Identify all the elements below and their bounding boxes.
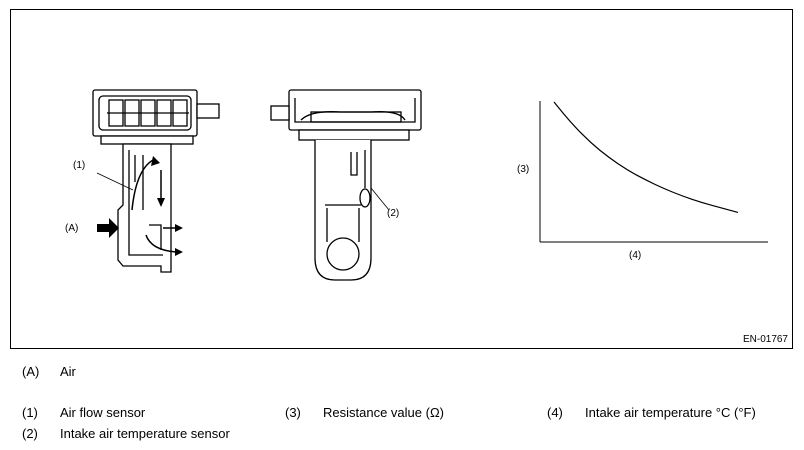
callout-a: (A)	[65, 223, 78, 234]
legend-item-2: (2) Intake air temperature sensor	[22, 426, 230, 441]
chart-x-label: (4)	[629, 250, 641, 261]
resistance-curve-chart: (3) (4)	[517, 101, 768, 261]
callout-1: (1)	[73, 160, 85, 171]
legend-item-a: (A) Air	[22, 364, 76, 379]
chart-y-label: (3)	[517, 164, 529, 175]
legend-text: Intake air temperature sensor	[60, 426, 230, 441]
legend-key: (3)	[285, 405, 301, 420]
legend-text: Air flow sensor	[60, 405, 146, 420]
chart-series-line	[553, 101, 739, 213]
legend-item-3: (3) Resistance value (Ω)	[285, 405, 444, 420]
legend-key: (4)	[547, 405, 563, 420]
figure-frame: (1) (A) (2) (3) (4) EN-0	[10, 9, 793, 349]
figure-illustration: (1) (A) (2) (3) (4)	[65, 89, 768, 281]
legend-text: Resistance value (Ω)	[323, 405, 444, 420]
callout-2: (2)	[387, 208, 399, 219]
legend-key: (2)	[22, 426, 38, 441]
legend-item-1: (1) Air flow sensor	[22, 405, 145, 420]
intake-air-temperature-sensor-drawing	[270, 89, 422, 281]
legend-key: (A)	[22, 364, 40, 379]
legend-item-4: (4) Intake air temperature °C (°F)	[547, 405, 756, 420]
legend-text: Intake air temperature °C (°F)	[585, 405, 756, 420]
legend-key: (1)	[22, 405, 38, 420]
figure-code: EN-01767	[742, 334, 788, 345]
air-flow-sensor-drawing	[92, 89, 220, 273]
legend-text: Air	[60, 364, 76, 379]
